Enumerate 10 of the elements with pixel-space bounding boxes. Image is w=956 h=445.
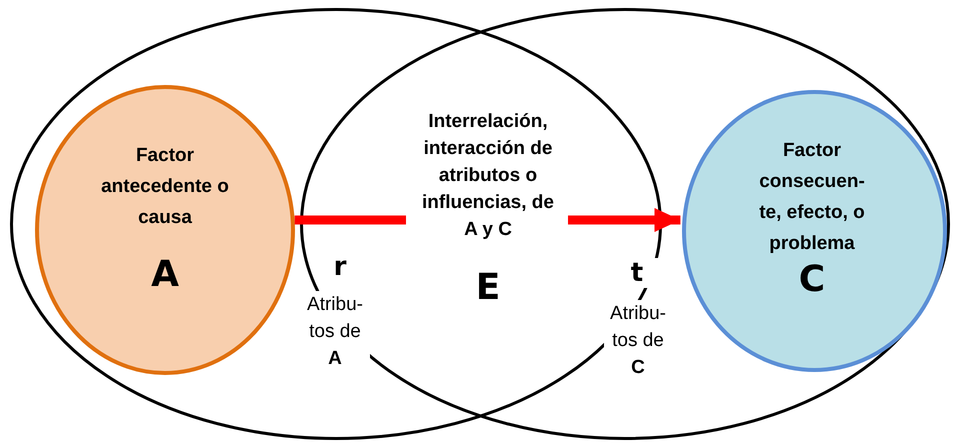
node-text: Factor consecuen- te, efecto, o problema <box>758 139 866 256</box>
arrow <box>568 208 680 232</box>
letter-label: C <box>798 260 826 300</box>
circle-node <box>682 90 947 372</box>
letter-label: A <box>150 255 180 295</box>
circle-node <box>35 85 295 375</box>
ellipse-outline <box>300 8 950 440</box>
node-text: Factor antecedente o causa <box>100 144 230 230</box>
letter-label: E <box>474 268 502 308</box>
node-text: Interrelación, interacción de atributos o influencias, de A y C <box>421 110 555 242</box>
